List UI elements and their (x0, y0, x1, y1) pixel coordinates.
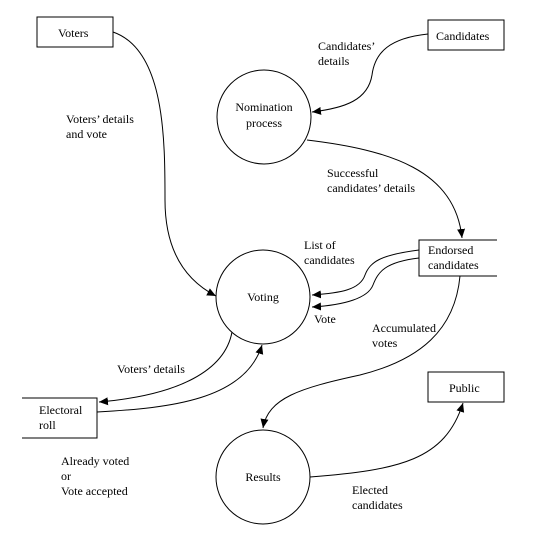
flow-endorsed-to-results (260, 275, 461, 429)
voting-label: Voting (247, 290, 279, 304)
label-candidates-details: Candidates’ details (318, 39, 376, 68)
label-vote: Vote (314, 312, 336, 326)
electoral-roll-store: Electoral roll (22, 397, 98, 439)
flow-endorsed-to-voting-vote (311, 257, 420, 311)
results-label: Results (245, 470, 281, 484)
endorsed-label-line2: candidates (428, 258, 479, 272)
public-label: Public (449, 381, 480, 395)
electoral-label-line1: Electoral (39, 403, 83, 417)
voters-entity: Voters (36, 16, 114, 48)
flow-candidates-to-nomination (311, 33, 429, 115)
candidates-entity: Candidates (427, 19, 505, 51)
flow-endorsed-to-voting-list (311, 249, 420, 299)
public-entity: Public (427, 371, 505, 403)
voting-process: Voting (215, 249, 311, 345)
nomination-process: Nomination process (216, 69, 312, 165)
candidates-label: Candidates (436, 29, 490, 43)
label-successful-candidates: Successful candidates’ details (327, 166, 416, 195)
flow-voting-to-electoral (98, 331, 233, 406)
flow-results-to-public (309, 402, 465, 478)
voters-label: Voters (58, 26, 89, 40)
label-voters-details: Voters’ details (117, 362, 185, 376)
electoral-label-line2: roll (39, 418, 56, 432)
endorsed-candidates-store: Endorsed candidates (418, 239, 497, 277)
label-list-of-candidates: List of candidates (304, 238, 355, 267)
label-accumulated-votes: Accumulated votes (372, 321, 436, 350)
flow-voters-to-voting (112, 31, 217, 297)
nomination-label-line1: Nomination (235, 100, 292, 114)
label-elected-candidates: Elected candidates (352, 483, 403, 512)
endorsed-label-line1: Endorsed (428, 243, 473, 257)
flow-electoral-to-voting (96, 344, 264, 413)
flow-nomination-to-endorsed (306, 139, 466, 239)
results-process: Results (215, 429, 311, 525)
label-already-voted: Already voted or Vote accepted (61, 454, 130, 498)
label-voters-details-and-vote: Voters’ details and vote (66, 112, 134, 141)
nomination-label-line2: process (246, 116, 282, 130)
